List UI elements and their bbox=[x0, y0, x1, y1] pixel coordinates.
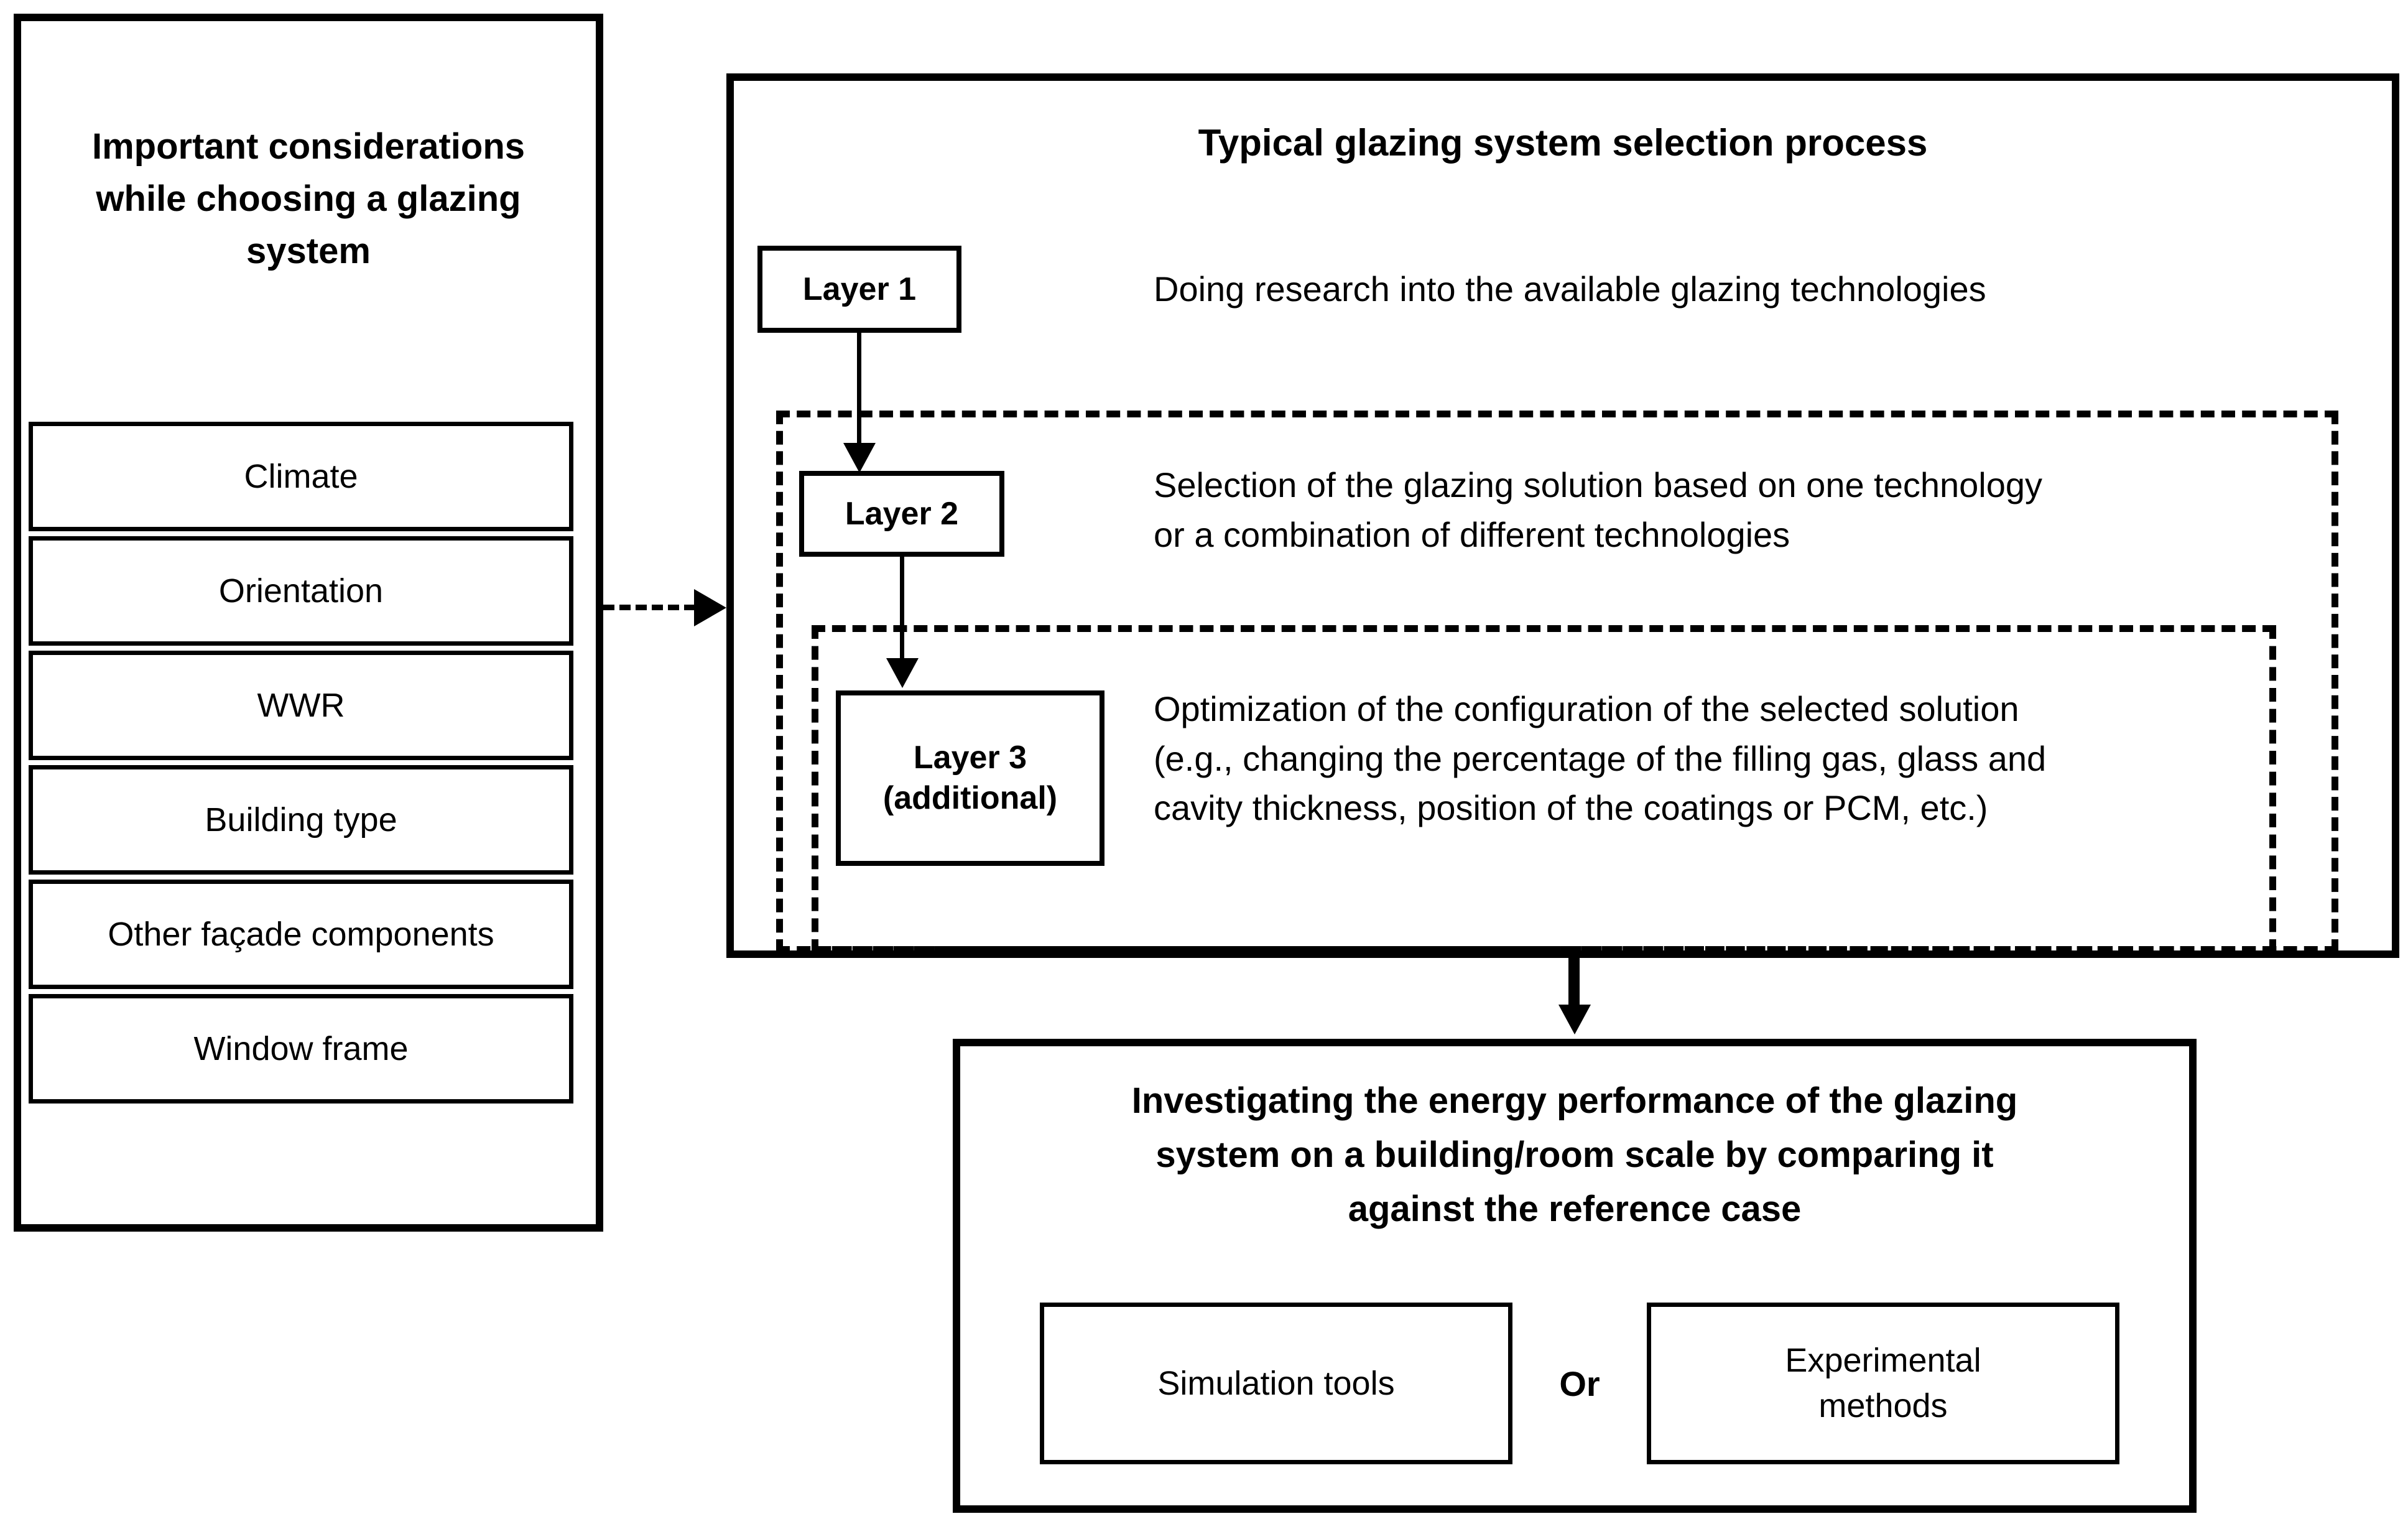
consideration-label: Window frame bbox=[193, 1029, 409, 1067]
layer1-description: Doing research into the available glazin… bbox=[1154, 269, 1986, 309]
dashed-connector-line bbox=[603, 605, 695, 610]
layer2-to-layer3-arrowhead-icon bbox=[886, 658, 919, 688]
methods-conjunction-label: Or bbox=[1559, 1364, 1600, 1404]
layer1-to-layer2-line bbox=[857, 333, 861, 452]
layer3-description: Optimization of the configuration of the… bbox=[1154, 689, 2047, 828]
consideration-item-wwr[interactable]: WWR bbox=[29, 651, 573, 760]
process-to-result-arrowhead-icon bbox=[1558, 1005, 1591, 1034]
considerations-panel-title: Important considerations while choosing … bbox=[91, 126, 526, 272]
layer2-description: Selection of the glazing solution based … bbox=[1154, 465, 2043, 554]
process-panel-title: Typical glazing system selection process bbox=[1198, 122, 1928, 164]
dashed-connector-arrowhead-icon bbox=[694, 589, 726, 626]
result-panel-title: Investigating the energy performance of … bbox=[1131, 1080, 2018, 1229]
consideration-label: Climate bbox=[244, 457, 358, 495]
layer1-box[interactable]: Layer 1 bbox=[757, 246, 961, 333]
method-box-experimental-methods[interactable]: Experimental methods bbox=[1647, 1303, 2119, 1464]
consideration-item-climate[interactable]: Climate bbox=[29, 422, 573, 531]
layer2-box[interactable]: Layer 2 bbox=[799, 471, 1004, 557]
method-label: Simulation tools bbox=[1157, 1364, 1395, 1402]
consideration-item-other-facade-components[interactable]: Other façade components bbox=[29, 880, 573, 989]
consideration-label: Other façade components bbox=[108, 915, 494, 953]
layer2-to-layer3-line bbox=[900, 557, 904, 667]
consideration-label: WWR bbox=[257, 686, 345, 724]
process-panel bbox=[726, 73, 2399, 958]
layer3-box[interactable]: Layer 3 (additional) bbox=[836, 690, 1104, 866]
consideration-label: Building type bbox=[205, 801, 397, 839]
consideration-item-building-type[interactable]: Building type bbox=[29, 765, 573, 875]
layer1-to-layer2-arrowhead-icon bbox=[843, 443, 876, 473]
layer3-label: Layer 3 (additional) bbox=[882, 740, 1058, 816]
process-to-result-line bbox=[1568, 958, 1580, 1013]
consideration-label: Orientation bbox=[218, 572, 384, 610]
layer1-label: Layer 1 bbox=[802, 271, 917, 307]
consideration-item-orientation[interactable]: Orientation bbox=[29, 536, 573, 646]
method-label: Experimental methods bbox=[1785, 1342, 1981, 1424]
layer2-label: Layer 2 bbox=[845, 495, 959, 532]
method-box-simulation-tools[interactable]: Simulation tools bbox=[1040, 1303, 1512, 1464]
consideration-item-window-frame[interactable]: Window frame bbox=[29, 994, 573, 1104]
